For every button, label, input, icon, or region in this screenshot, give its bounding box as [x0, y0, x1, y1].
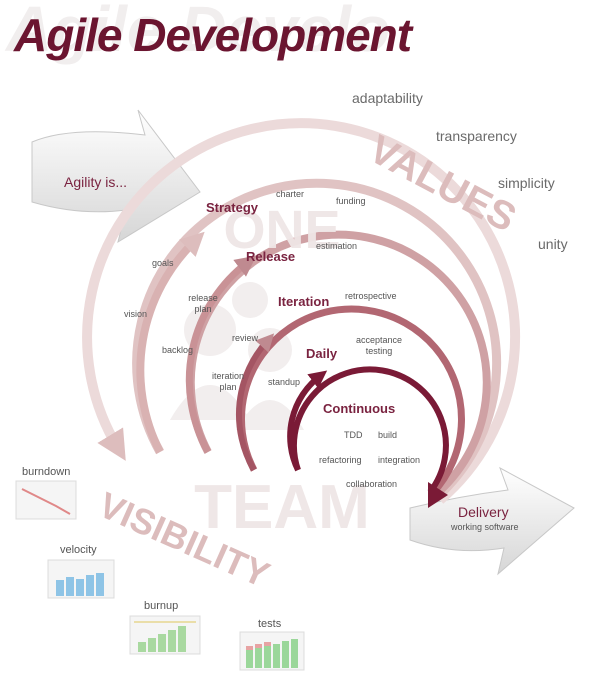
activity-collaboration: collaboration	[346, 479, 398, 489]
delivery-pointer	[428, 482, 448, 508]
metric-burndown-label: burndown	[22, 466, 71, 478]
tests-chart	[239, 631, 305, 671]
activity-build: build	[378, 430, 398, 440]
agility-is-label: Agility is...	[64, 174, 128, 190]
metric-tests-label: tests	[258, 618, 282, 630]
team-watermark: TEAM	[194, 473, 370, 542]
value-simplicity: simplicity	[498, 175, 555, 191]
activity-funding: funding	[336, 196, 366, 206]
activity-estimation: estimation	[316, 241, 358, 251]
value-unity: unity	[538, 236, 568, 252]
value-transparency: transparency	[436, 128, 517, 144]
stage-daily: Daily	[306, 346, 338, 361]
stage-iteration: Iteration	[278, 294, 330, 309]
delivery-title: Delivery	[458, 504, 509, 520]
agility-arrow	[31, 109, 201, 244]
activity-goals: goals	[152, 258, 174, 268]
activity-standup: standup	[268, 377, 301, 387]
velocity-chart	[47, 559, 115, 599]
delivery-arrow	[409, 466, 575, 576]
strategy-arc	[82, 118, 521, 504]
stage-continuous: Continuous	[323, 401, 396, 416]
activity-tdd: TDD	[344, 430, 363, 440]
title-watermark: Agile Develo	[6, 0, 391, 65]
metric-burnup-label: burnup	[144, 600, 179, 612]
activity-backlog: backlog	[162, 345, 194, 355]
activity-refactoring: refactoring	[319, 455, 362, 465]
release-arc	[132, 178, 502, 502]
activity-release-plan: release plan	[188, 293, 218, 314]
one-watermark: ONE	[223, 200, 340, 260]
activity-review: review	[232, 333, 259, 343]
iteration-arc	[185, 230, 491, 500]
activity-integration: integration	[378, 455, 421, 465]
burndown-chart	[15, 480, 77, 520]
delivery-subtitle: working software	[451, 522, 519, 532]
daily-arc	[235, 305, 465, 497]
activity-iteration-plan: iteration plan	[211, 371, 245, 392]
page-title: Agile Development	[14, 9, 412, 61]
metric-velocity-label: velocity	[60, 544, 97, 556]
activity-charter: charter	[276, 189, 305, 199]
burnup-chart	[129, 615, 201, 655]
activity-acceptance-testing: acceptance testing	[355, 335, 403, 356]
activity-vision: vision	[124, 309, 148, 319]
continuous-arc	[287, 366, 449, 494]
value-adaptability: adaptability	[352, 90, 423, 106]
activity-retrospective: retrospective	[345, 291, 397, 301]
stage-strategy: Strategy	[206, 200, 259, 215]
stage-release: Release	[246, 249, 296, 264]
